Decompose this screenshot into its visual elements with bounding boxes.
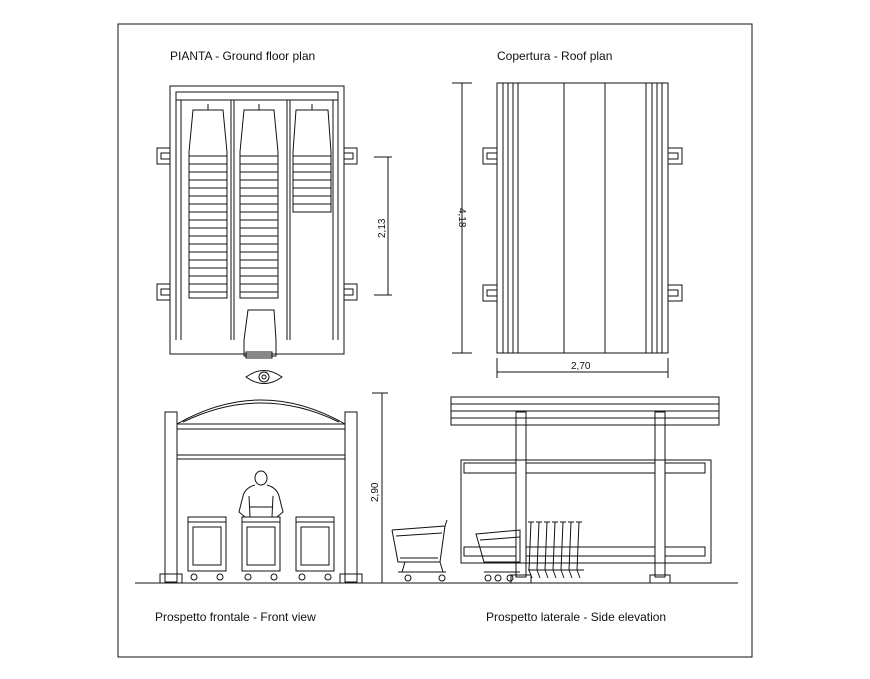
human-figure-icon (238, 470, 284, 518)
drawing-line (576, 521, 580, 571)
nested-carts (475, 521, 584, 582)
front-view-title: Prospetto frontale - Front view (155, 610, 316, 624)
viewpoint-eye-icon (245, 370, 283, 384)
dimension-depth-label: 4,18 (456, 208, 467, 228)
roof-panels (502, 83, 663, 353)
cart-stack-left (189, 155, 227, 293)
drawing-line (544, 569, 549, 579)
roof-plan-title: Copertura - Roof plan (497, 49, 612, 63)
cart-stack-right (293, 155, 331, 205)
dimension-width-label: 2,70 (571, 361, 591, 372)
drawing-line (560, 521, 564, 571)
drawing-line (528, 521, 532, 571)
front-view (135, 392, 393, 584)
drawing-line (552, 521, 556, 571)
drawing-line (568, 521, 572, 571)
side-elevation (391, 396, 738, 584)
cart-stack-center (240, 155, 278, 293)
drawing-line (536, 569, 541, 579)
ground-floor-plan (156, 85, 392, 384)
roof-plan (452, 82, 683, 378)
dimension-height-label: 2,90 (370, 482, 381, 502)
shopping-cart-icon (391, 519, 448, 582)
drawing-line (536, 521, 540, 571)
drawing-line (560, 569, 565, 579)
drawing-line (528, 569, 533, 579)
dimension-interior-label: 2,13 (377, 218, 388, 238)
drawing-line (544, 521, 548, 571)
drawing-line (576, 569, 581, 579)
floor-plan-title: PIANTA - Ground floor plan (170, 49, 315, 63)
sheet-border (117, 23, 753, 658)
side-elevation-title: Prospetto laterale - Side elevation (486, 610, 666, 624)
drawing-line (568, 569, 573, 579)
drawing-line (552, 569, 557, 579)
